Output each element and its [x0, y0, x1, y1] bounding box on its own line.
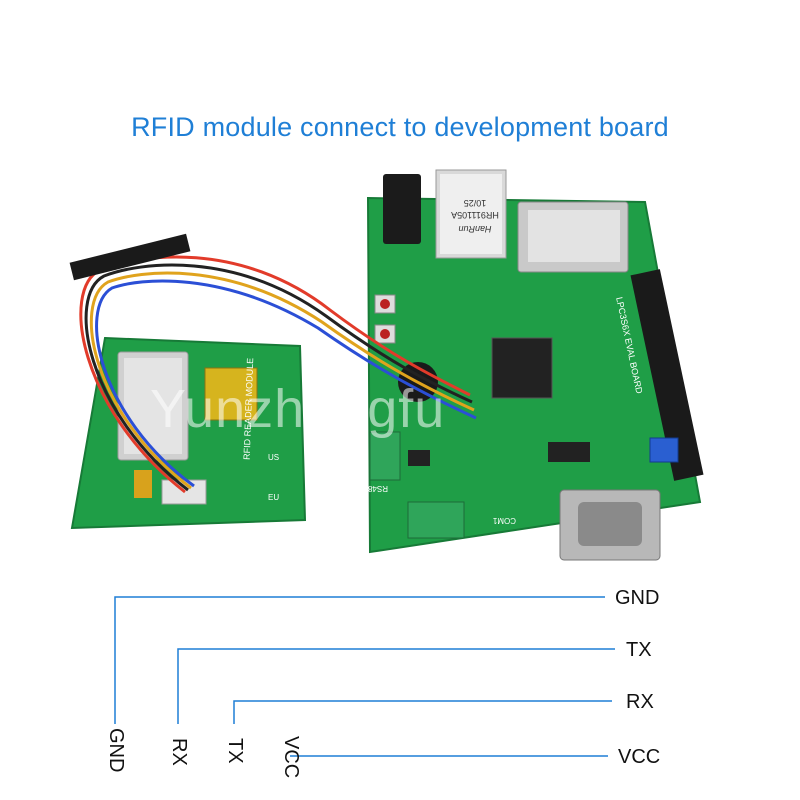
watermark: Yunzhongfu	[150, 379, 446, 439]
module-label-2: EU	[268, 493, 279, 502]
wire-rx	[233, 700, 612, 724]
rfid-module: RFID READER MODULE EU US	[70, 336, 307, 530]
right-label-tx: TX	[626, 639, 652, 661]
module-label-3: US	[268, 453, 279, 462]
bottom-label-rx: RX	[168, 738, 190, 766]
jack-model: HR911105A	[451, 210, 499, 220]
right-label-vcc: VCC	[618, 746, 661, 768]
page-title: RFID module connect to development board	[131, 112, 669, 142]
product-photo: 10/25 HR911105A HanRun LPC3S6X EVAL BOAR…	[69, 169, 704, 561]
wire-tx	[177, 648, 615, 724]
com-label: COM1	[492, 516, 516, 525]
wire-cable	[69, 233, 477, 494]
right-label-gnd: GND	[615, 587, 660, 609]
bottom-label-vcc: VCC	[280, 736, 302, 779]
jack-brand: HanRun	[458, 224, 491, 234]
bottom-label-gnd: GND	[105, 728, 127, 773]
jack-rev: 10/25	[464, 198, 487, 208]
development-board: 10/25 HR911105A HanRun LPC3S6X EVAL BOAR…	[363, 169, 704, 561]
wire-gnd	[114, 596, 605, 724]
right-label-rx: RX	[626, 691, 654, 713]
rs485-label: RS485	[363, 484, 388, 493]
wiring-diagram	[114, 596, 615, 757]
bottom-label-tx: TX	[224, 738, 246, 764]
module-label-1: RFID READER MODULE	[242, 358, 256, 460]
